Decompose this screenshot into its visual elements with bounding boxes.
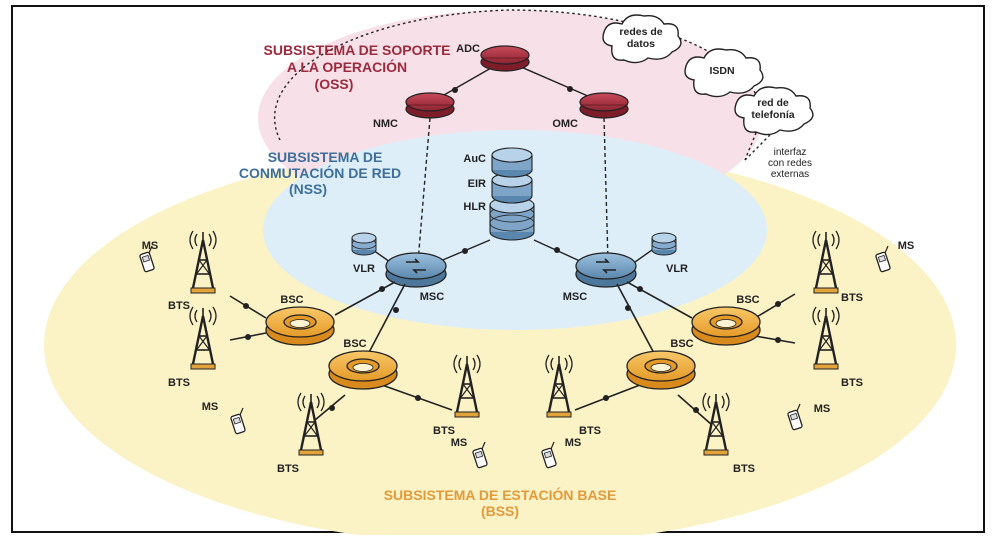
- cloud-isdn: ISDN: [709, 65, 734, 77]
- bts-label: BTS: [168, 300, 190, 312]
- auc-database-icon: [491, 147, 533, 178]
- bts-label: BTS: [579, 425, 601, 437]
- eir-label: EIR: [468, 178, 486, 190]
- nmc-disk-icon: [405, 92, 455, 119]
- cloud-data-line2: datos: [627, 38, 655, 50]
- oss-title-line2: A LA OPERACIÓN: [287, 58, 407, 75]
- ext-interface-line3: externas: [771, 169, 809, 180]
- cloud-tel-line1: red de: [757, 97, 789, 109]
- bts-label: BTS: [733, 463, 755, 475]
- omc-label: OMC: [552, 118, 578, 130]
- vlr-right-label: VLR: [666, 263, 688, 275]
- msc-right-label: MSC: [563, 291, 588, 303]
- link-omc-msc: [603, 117, 609, 263]
- bts-label: BTS: [433, 425, 455, 437]
- oss-title-line3: (OSS): [315, 76, 354, 92]
- bts-label: BTS: [841, 292, 863, 304]
- bsc-ring-icon: [265, 306, 335, 346]
- oss-title-line1: SUBSISTEMA DE SOPORTE: [264, 42, 451, 58]
- bsc-ring-icon: [626, 350, 696, 390]
- bsc-label: BSC: [343, 338, 366, 350]
- omc-disk-icon: [579, 92, 629, 119]
- bts-label: BTS: [168, 377, 190, 389]
- bsc-label: BSC: [280, 294, 303, 306]
- hlr-database-icon: [489, 196, 535, 241]
- ext-interface-line2: con redes: [768, 158, 812, 169]
- ms-label: MS: [202, 401, 219, 413]
- bss-title-line1: SUBSISTEMA DE ESTACIÓN BASE: [384, 486, 617, 503]
- ms-label: MS: [814, 403, 831, 415]
- link-nmc-msc: [417, 117, 431, 263]
- ms-label: MS: [565, 437, 582, 449]
- vlr-left-icon: [351, 232, 377, 256]
- adc-label: ADC: [456, 43, 480, 55]
- hlr-label: HLR: [463, 201, 486, 213]
- nmc-label: NMC: [373, 118, 398, 130]
- vlr-left-label: VLR: [353, 263, 375, 275]
- ext-interface-line1: interfaz: [774, 147, 807, 158]
- bsc-ring-icon: [691, 306, 761, 346]
- bsc-label: BSC: [670, 338, 693, 350]
- bsc-ring-icon: [328, 350, 398, 390]
- bts-label: BTS: [277, 463, 299, 475]
- msc-left-label: MSC: [420, 291, 445, 303]
- link-dots: [243, 286, 781, 413]
- ms-label: MS: [142, 240, 159, 252]
- ms-label: MS: [451, 437, 468, 449]
- cloud-tel-line2: telefonía: [751, 109, 794, 121]
- nss-title-line2: CONMUTACIÓN DE RED: [239, 164, 401, 181]
- cloud-icon: [602, 14, 682, 64]
- ms-label: MS: [898, 240, 915, 252]
- vlr-right-icon: [651, 232, 677, 256]
- cloud-data-line1: redes de: [619, 26, 662, 38]
- bts-label: BTS: [841, 377, 863, 389]
- bss-title-line2: (BSS): [481, 503, 519, 519]
- msc-left-switch-icon: [385, 252, 447, 288]
- bsc-label: BSC: [736, 294, 759, 306]
- nss-title-line1: SUBSISTEMA DE: [268, 149, 383, 165]
- adc-disk-icon: [480, 45, 530, 72]
- nss-title-line3: (NSS): [289, 181, 327, 197]
- auc-label: AuC: [463, 153, 486, 165]
- msc-right-switch-icon: [575, 252, 637, 288]
- cloud-icon: [684, 48, 764, 98]
- cloud-icon: [734, 86, 814, 136]
